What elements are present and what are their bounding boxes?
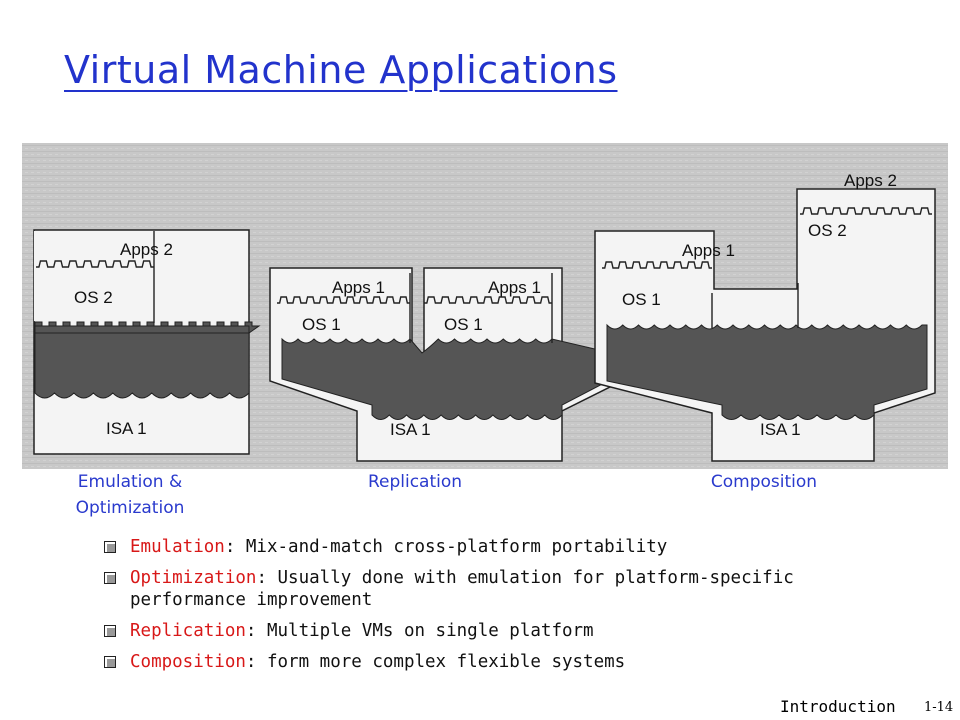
footer-section-label: Introduction xyxy=(780,697,896,716)
label-isa1-composition: ISA 1 xyxy=(760,420,801,439)
bullet-term: Optimization xyxy=(130,568,257,588)
label-apps2-emulation: Apps 2 xyxy=(120,240,173,259)
bullet-text: : form more complex flexible systems xyxy=(245,652,626,672)
label-apps1-replication-left: Apps 1 xyxy=(332,278,385,297)
label-apps2-composition: Apps 2 xyxy=(844,171,897,190)
caption-emulation: Emulation & Optimization xyxy=(50,469,210,521)
caption-emulation-line1: Emulation & xyxy=(77,472,183,492)
composition-panel xyxy=(594,188,936,462)
bullet-checkbox-icon xyxy=(104,541,116,553)
label-isa1-replication: ISA 1 xyxy=(390,420,431,439)
emulation-panel xyxy=(33,229,261,455)
footer-page-number: 1-14 xyxy=(924,700,954,715)
label-apps1-replication-right: Apps 1 xyxy=(488,278,541,297)
bullet-list: Emulation: Mix-and-match cross-platform … xyxy=(104,536,804,682)
slide-title: Virtual Machine Applications xyxy=(64,48,618,92)
vm-applications-figure: Apps 2 OS 2 ISA 1 Apps 1 Apps 1 OS 1 OS … xyxy=(22,143,948,469)
bullet-checkbox-icon xyxy=(104,625,116,637)
bullet-term: Replication xyxy=(130,621,246,641)
label-os1-composition: OS 1 xyxy=(622,290,661,309)
caption-replication: Replication xyxy=(367,472,463,492)
label-isa1-emulation: ISA 1 xyxy=(106,419,147,438)
bullet-item: Emulation: Mix-and-match cross-platform … xyxy=(104,536,804,558)
bullet-text: : Multiple VMs on single platform xyxy=(245,621,594,641)
bullet-text: : Mix-and-match cross-platform portabili… xyxy=(224,537,668,557)
bullet-item: Optimization: Usually done with emulatio… xyxy=(104,567,804,611)
replication-panel xyxy=(269,267,623,462)
bullet-term: Emulation xyxy=(130,537,225,557)
label-os2-emulation: OS 2 xyxy=(74,288,113,307)
bullet-item: Composition: form more complex flexible … xyxy=(104,651,804,673)
caption-composition: Composition xyxy=(710,472,818,492)
bullet-term: Composition xyxy=(130,652,246,672)
label-os2-composition: OS 2 xyxy=(808,221,847,240)
bullet-checkbox-icon xyxy=(104,656,116,668)
bullet-checkbox-icon xyxy=(104,572,116,584)
label-apps1-composition: Apps 1 xyxy=(682,241,735,260)
label-os1-replication-right: OS 1 xyxy=(444,315,483,334)
caption-emulation-line2: Optimization xyxy=(75,498,185,518)
label-os1-replication-left: OS 1 xyxy=(302,315,341,334)
bullet-text: : Usually done with emulation for platfo… xyxy=(130,568,794,610)
bullet-item: Replication: Multiple VMs on single plat… xyxy=(104,620,804,642)
